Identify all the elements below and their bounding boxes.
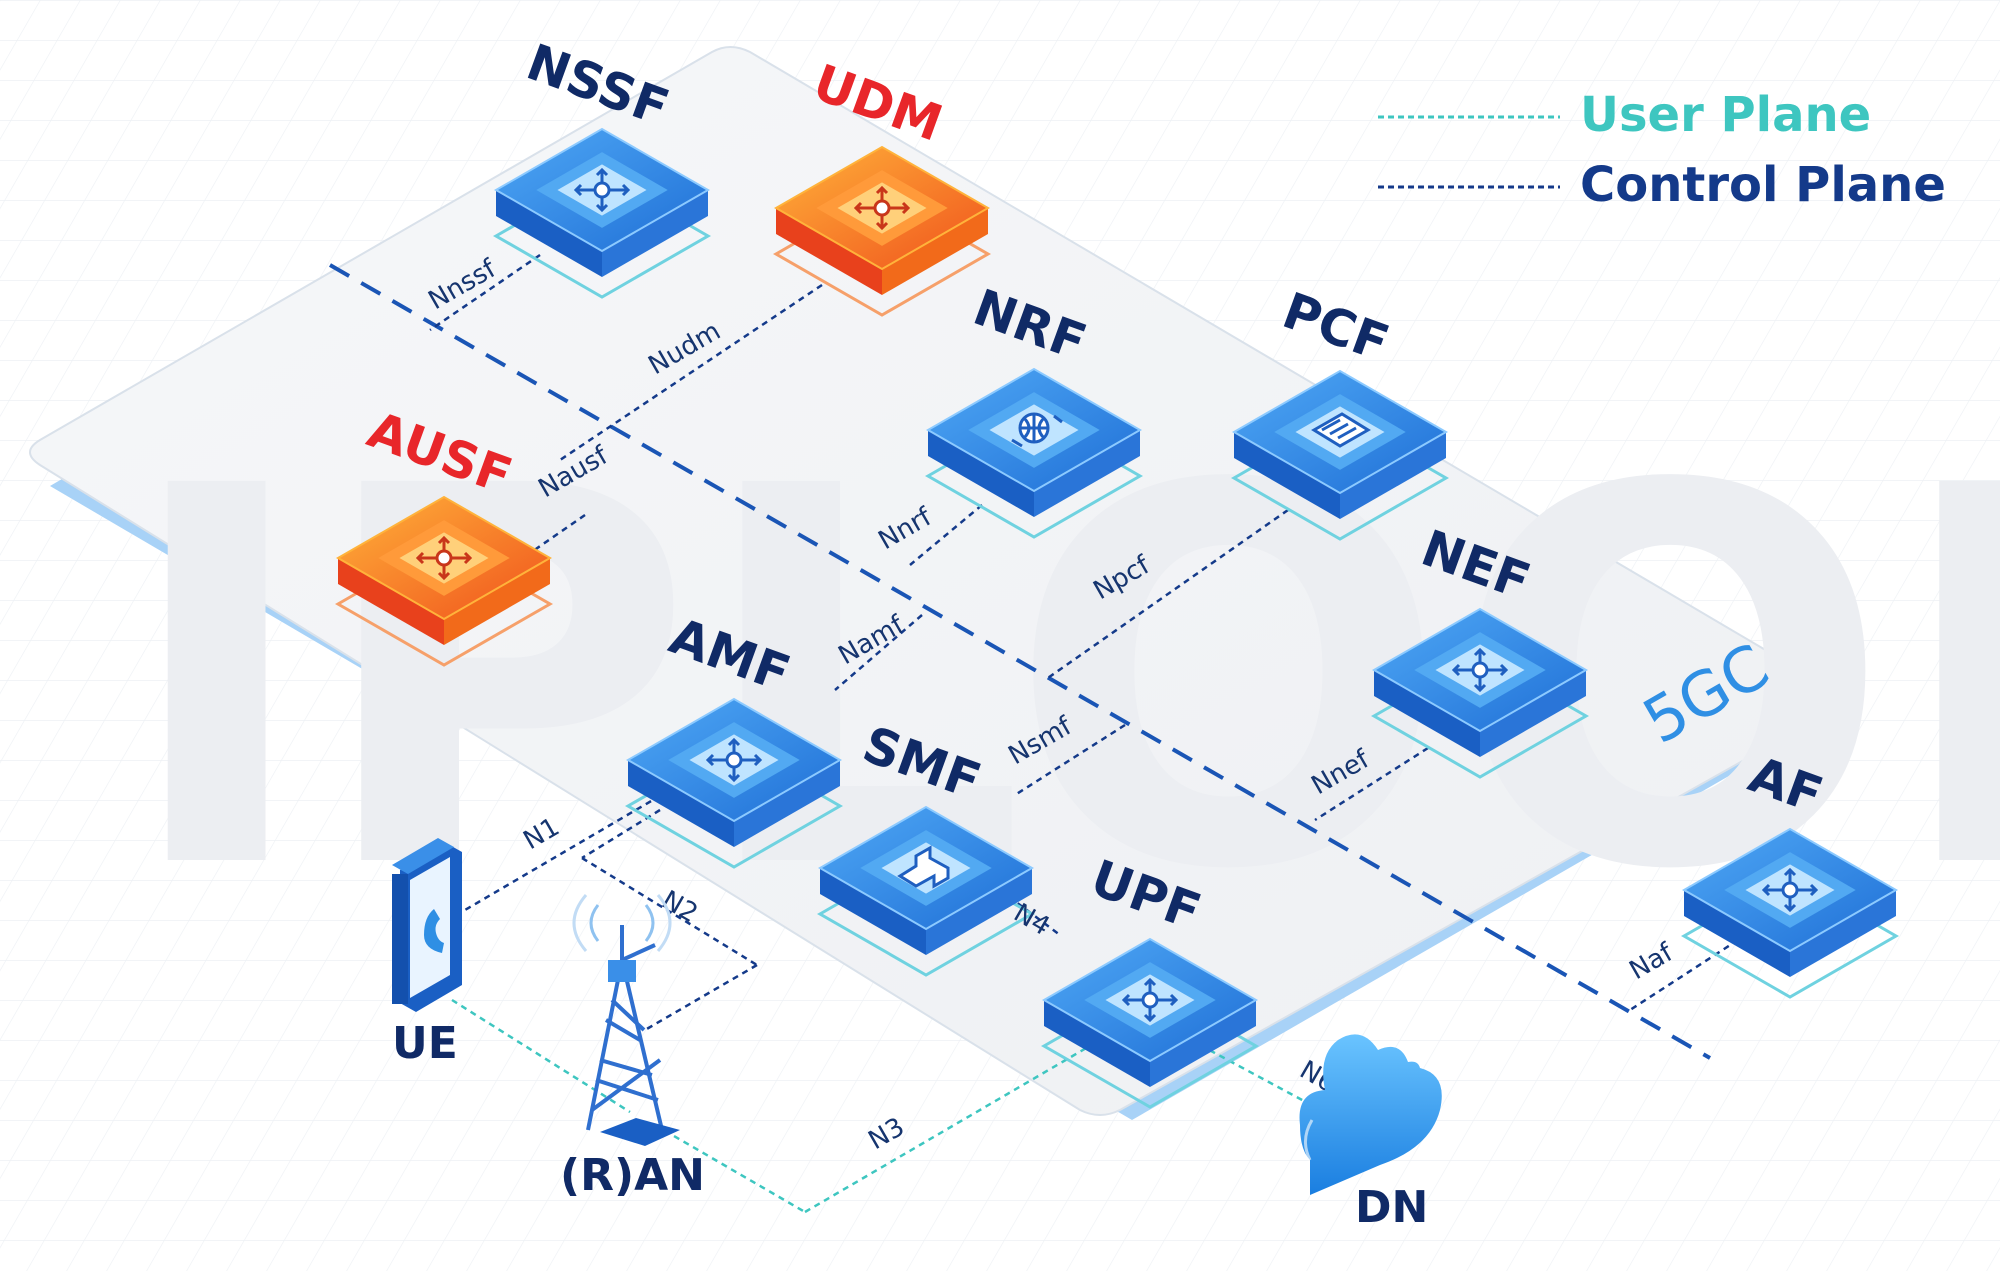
- phone-icon: [392, 838, 462, 1012]
- network-arrows-icon: [1451, 647, 1509, 693]
- ue-device: UE: [392, 838, 462, 1069]
- nf-box-nssf: NSSF: [492, 33, 712, 299]
- ran-label: (R)AN: [560, 1150, 705, 1201]
- dn-label: DN: [1355, 1182, 1428, 1233]
- user-plane-link-14: [451, 998, 631, 1114]
- nf-box-upf: UPF: [1040, 849, 1260, 1109]
- control-plane-link-1: [559, 283, 823, 462]
- control-plane-link-4: [1044, 508, 1289, 682]
- control-plane-link-5: [834, 614, 923, 691]
- network-arrows-icon: [415, 535, 473, 581]
- ran-tower: (R)AN: [560, 894, 705, 1201]
- nf-box-pcf: PCF: [1230, 281, 1450, 541]
- radio-tower-icon: [572, 894, 680, 1146]
- core-platform: IPLOOK 5GC: [29, 46, 2000, 1120]
- pipe-flow-icon: [897, 845, 950, 889]
- network-arrows-icon: [1761, 867, 1819, 913]
- network-arrows-icon: [573, 167, 631, 213]
- cloud-icon: [1299, 1034, 1442, 1195]
- control-plane-link-2: [519, 513, 586, 562]
- user-plane-link-15: [654, 1123, 806, 1214]
- globe-repository-icon: [1011, 412, 1063, 448]
- legend-control-plane-label: Control Plane: [1580, 157, 1946, 213]
- legend-user-plane-label: User Plane: [1580, 87, 1871, 143]
- legend: User Plane Control Plane: [1378, 87, 1946, 213]
- network-arrows-icon: [1121, 977, 1179, 1023]
- control-plane-link-3: [909, 504, 983, 566]
- network-arrows-icon: [853, 185, 911, 231]
- control-plane-link-0: [429, 253, 541, 332]
- control-plane-link-7: [1314, 746, 1429, 822]
- user-plane-link-16: [804, 1038, 1101, 1214]
- nf-box-udm: UDM: [772, 53, 992, 317]
- service-bus: [329, 263, 1711, 1060]
- calculator-icon: [1311, 412, 1371, 448]
- dn-cloud: DN: [1299, 1034, 1442, 1233]
- network-arrows-icon: [705, 737, 763, 783]
- ue-label: UE: [392, 1018, 458, 1069]
